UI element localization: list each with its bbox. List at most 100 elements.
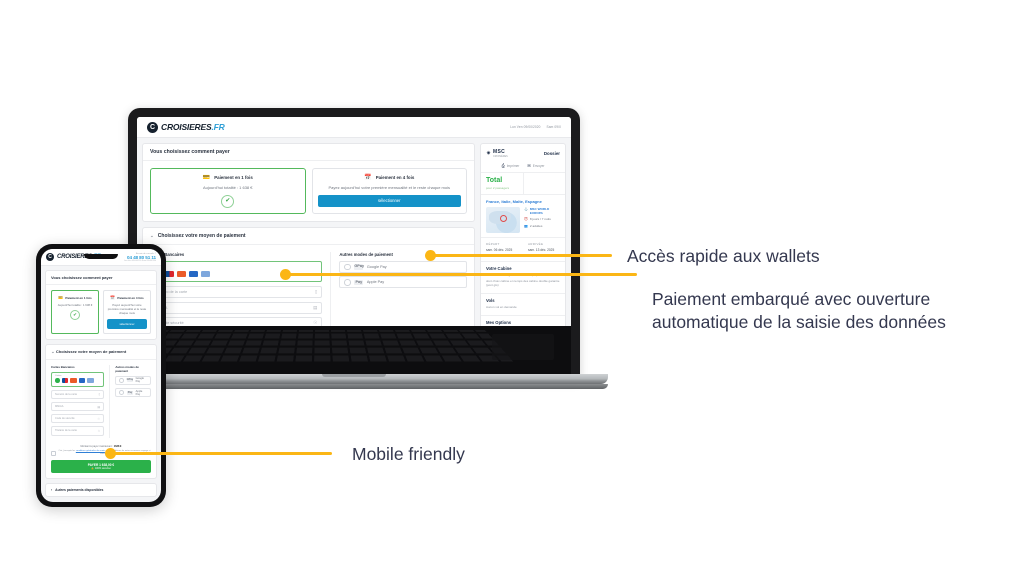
logo-text: CROISIERES.FR [161,122,225,132]
select-four-times-button[interactable]: sélectionner [317,194,461,207]
chevron-right-icon: › [51,488,53,493]
phone-card-holder-input[interactable]: Titulaire de la carte ☃ [51,426,105,436]
annotation-text-wallets: Accès rapide aux wallets [627,246,820,266]
departure-date: DÉPART sam. 06 déc. 2025 Marseille [481,238,523,261]
flights-line: Aucun vol en demande [486,305,517,310]
option-four-label: Paiement en 4 fois [375,175,415,180]
summary-actions: ⎙ Imprimer ✉ Envoyer [481,161,565,173]
phone-option-one-label: Paiement en 1 fois [65,295,92,300]
annotation-text-mobile: Mobile friendly [352,444,465,464]
phone-card-brands-caption: Cartes [55,374,62,377]
card-expiry-input[interactable]: MM/AA ▤ [150,301,323,314]
card-brands-box[interactable]: Cartes [150,260,323,283]
site-header: C CROISIERES.FR Lun Ven 09/00/2020 Sam 0… [137,117,571,138]
flights-title: Vols [486,298,495,304]
phone-other-payments-row[interactable]: › Autres paiements disponibles [45,483,157,498]
phone-card-number-input[interactable]: Numéro de la carte ▯ [51,389,105,400]
calendar-icon: ▤ [97,404,101,409]
phone-terms-suffix: et les conditions de notre assurance voy… [100,450,150,455]
site-logo[interactable]: C CROISIERES.FR [147,121,225,133]
phone-payment-method-body: Cartes Bancaires Cartes [46,360,156,444]
phone-card-cvv-input[interactable]: Code de sécurité ☉ [51,413,105,424]
visa-icon [87,378,94,383]
check-badge-icon [55,378,60,383]
hand-card-icon: 💳 [58,295,64,300]
phone-pay-button-label: PAYER 1 638,00 € [87,462,115,467]
send-action[interactable]: ✉ Envoyer [527,163,544,168]
phone-wallets-heading: Autres modes de paiement [115,364,139,373]
logo-mark-icon: C [46,253,54,261]
wallet-google-pay[interactable]: GPay Google Pay [339,260,467,273]
total-label: Total [486,177,503,184]
phone-wallet-google-pay[interactable]: GPay Google Pay [115,375,151,386]
phone-select-four-button[interactable]: sélectionner [107,318,147,329]
phone-terms-checkbox[interactable] [51,450,56,456]
section-cabin: Votre Cabine 1 Cabine balcon garantie - … [481,262,565,295]
laptop-base [100,374,608,384]
phone-payment-method-title[interactable]: ⌄ Choisissez votre moyen de paiement [46,345,156,360]
trip-pax-label: 2 adultes [529,223,543,228]
help-circle-icon: ☉ [97,416,101,421]
phone-option-one-head: 💳 Paiement en 1 fois [58,295,91,300]
trip-info: ⚓ MSC WORLD EUROPA ⏰ 8 jours / 7 nuits 👥… [524,207,560,233]
phone-wallets-column: Autres modes de paiement GPay Google Pay… [110,365,151,439]
print-action[interactable]: ⎙ Imprimer [502,163,520,168]
phone-payment-option-four[interactable]: 📅 Paiement en 4 fois Payez aujourd'hui v… [103,290,151,334]
calendar-icon: 📅 [110,295,116,300]
radio-icon[interactable] [119,389,125,396]
phone-payment-choice-panel: Vous choisissez comment payer 💳 Paiement… [45,270,157,340]
card-number-placeholder: Numéro de la carte [155,290,188,295]
payment-choice-title: Vous choisissez comment payer [143,144,474,161]
phone-wallet-google-label: Google Pay [135,377,144,384]
cruise-line-logo: ✷ MSC CROISIÈRES [486,149,508,158]
cards-heading: Cartes Bancaires [150,251,185,257]
payment-method-title-label: Choisissez votre moyen de paiement [157,232,246,239]
phone-logo-name: CROISIERES [57,254,93,260]
radio-icon[interactable] [344,263,351,271]
phone-payment-option-one-time[interactable]: 💳 Paiement en 1 fois Aujourd'hui totalit… [51,290,99,334]
phone-payment-choice-title: Vous choisissez comment payer [46,271,156,285]
payment-method-title[interactable]: ⌄ Choisissez votre moyen de paiement [143,228,474,245]
radio-icon[interactable] [119,377,125,384]
phone-terms-row[interactable]: Oui, j'accepte les conditions générales … [51,450,151,457]
arrival-value: sam. 13 déc. 2025 [528,247,555,252]
hand-card-icon: 💳 [202,175,211,181]
calendar-icon: ▤ [313,304,318,310]
phone-screen: C CROISIERES.FR Besoin de conseils ? 04 … [41,249,161,502]
header-meta-right: Sam 09/0 [546,125,561,129]
phone-card-expiry-input[interactable]: MM/AA ▤ [51,401,105,412]
phone-card-expiry-placeholder: MM/AA [55,405,64,409]
phone-option-one-detail: Aujourd'hui totalité : 1 638 € [57,303,93,307]
card-number-input[interactable]: Numéro de la carte ▯ [150,286,323,299]
payment-option-one-time[interactable]: 💳 Paiement en 1 fois Aujourd'hui totalit… [150,168,306,214]
laptop-keyboard [137,326,571,374]
phone-contact-block[interactable]: Besoin de conseils ? 04 48 80 51 11 Lun-… [124,253,156,262]
summary-header: ✷ MSC CROISIÈRES Dossier [481,144,565,161]
chevron-down-icon: ⌄ [51,348,55,354]
wallet-google-pay-label: Google Pay [366,264,387,269]
payment-option-four-times[interactable]: 📅 Paiement en 4 fois Payez aujourd'hui v… [311,168,467,214]
selected-check-icon: ✔ [70,310,80,321]
wallet-apple-pay[interactable]: Pay Apple Pay [339,276,467,289]
option-four-detail: Payez aujourd'hui votre première mensual… [328,185,451,190]
phone-cards-column: Cartes Bancaires Cartes [51,364,111,439]
phone-terms-link[interactable]: conditions générales de vente [75,450,105,453]
laptop-mockup: C CROISIERES.FR Lun Ven 09/00/2020 Sam 0… [100,108,608,390]
amex-icon [78,378,86,383]
phone-contact-number[interactable]: 04 48 80 51 11 [127,254,156,260]
radio-icon[interactable] [344,279,351,286]
phone-card-brands-box[interactable]: Cartes [51,371,105,387]
phone-option-four-head: 📅 Paiement en 4 fois [110,295,143,300]
departure-value: sam. 06 déc. 2025 [486,247,513,252]
google-pay-icon: GPay [354,264,365,270]
departure-key: DÉPART [486,242,500,246]
annotation-line-embedded [285,273,637,276]
phone-pay-button[interactable]: PAYER 1 638,00 € 🔒 100% sécurisé [51,459,151,474]
wallets-column: Autres modes de paiement GPay Google Pay [331,252,467,349]
visa-icon [200,271,210,278]
apple-pay-icon: Pay [354,279,364,286]
phone-wallet-apple-pay[interactable]: Pay Apple Pay [115,387,151,398]
chevron-down-icon: ⌄ [150,232,154,238]
phone-mockup: C CROISIERES.FR Besoin de conseils ? 04 … [36,244,166,507]
apple-pay-icon: Pay [126,390,134,395]
